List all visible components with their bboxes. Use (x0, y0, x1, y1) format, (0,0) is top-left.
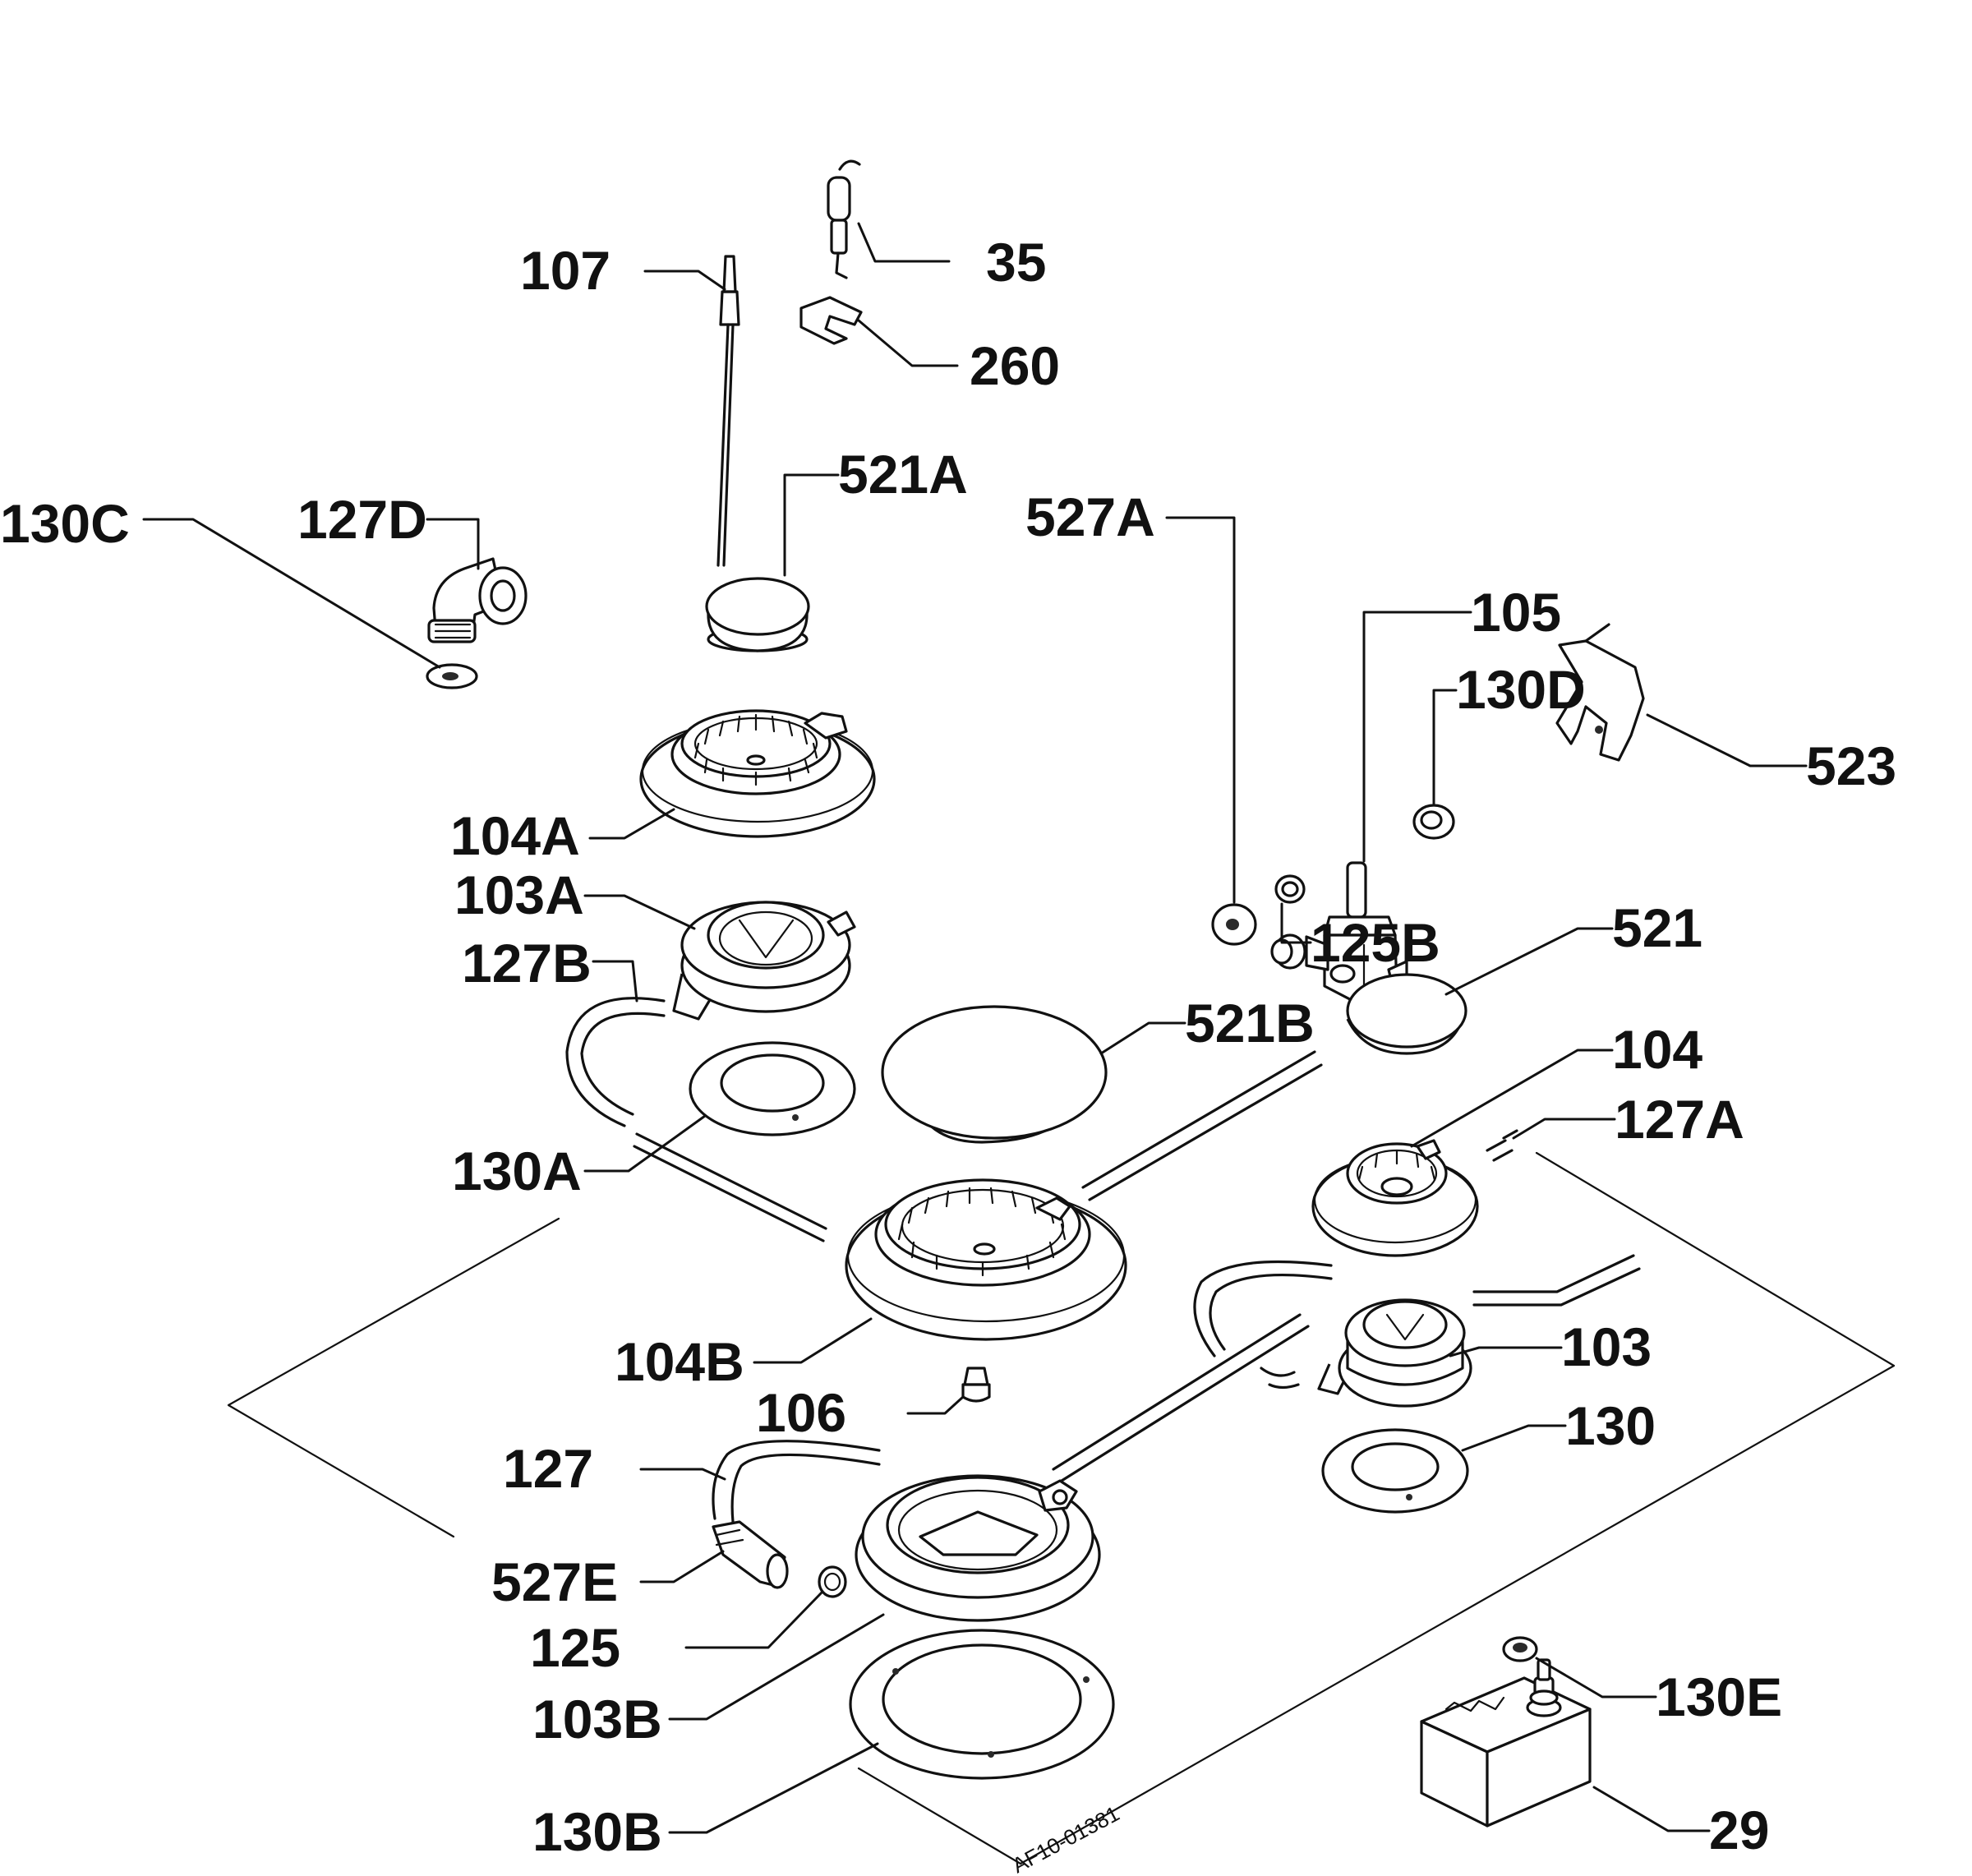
seal-ring-130b (849, 1629, 1115, 1780)
label-107: 107 (520, 240, 610, 301)
label-103b: 103B (532, 1689, 662, 1749)
label-127: 127 (503, 1438, 593, 1499)
spark-plug-35 (827, 159, 861, 279)
part-labels: 35 260 107 521A 130C 127D 527A 105 130D … (0, 232, 1896, 1862)
burner-head-104b (845, 1178, 1127, 1341)
label-127d: 127D (297, 489, 427, 550)
gas-pipe-rear-left (633, 1132, 827, 1242)
burner-head-104a (639, 709, 876, 838)
hob-plate-outline (227, 1151, 1896, 1865)
label-130d: 130D (1456, 659, 1586, 720)
label-130e: 130E (1656, 1666, 1782, 1727)
burner-cap-521a (705, 577, 810, 652)
adapter-527e (712, 1520, 789, 1589)
leader-lines (142, 222, 1808, 1834)
label-104a: 104A (450, 805, 580, 866)
burner-body-103b (855, 1474, 1101, 1622)
hose-127b (565, 997, 666, 1127)
washer-130c (426, 663, 478, 689)
drawing-reference: AF10-01381 (1008, 1801, 1123, 1876)
seal-ring-130a (689, 1041, 856, 1136)
label-527a: 527A (1025, 486, 1155, 547)
label-130: 130 (1565, 1395, 1656, 1456)
label-127b: 127B (462, 933, 592, 993)
label-103: 103 (1561, 1316, 1652, 1377)
injector-125b (1274, 874, 1306, 904)
label-104: 104 (1612, 1019, 1702, 1080)
label-127a: 127A (1615, 1089, 1744, 1150)
burner-body-103 (1260, 1298, 1472, 1408)
label-521a: 521A (838, 444, 968, 505)
burner-head-104 (1311, 1129, 1518, 1257)
label-103a: 103A (454, 864, 584, 925)
bracket-523 (1555, 623, 1645, 762)
label-521: 521 (1612, 897, 1702, 958)
injector-106 (961, 1367, 991, 1403)
thermocouple-107 (716, 255, 740, 567)
seal-130d (1412, 804, 1455, 840)
label-106: 106 (756, 1382, 846, 1443)
label-125b: 125B (1311, 912, 1440, 973)
gas-pipe-rear-right (1081, 1050, 1323, 1201)
elbow-127d (427, 557, 528, 643)
burner-cap-521 (1346, 973, 1467, 1055)
label-35: 35 (986, 232, 1046, 293)
label-527e: 527E (491, 1551, 618, 1612)
label-130a: 130A (452, 1141, 582, 1201)
label-125: 125 (530, 1617, 620, 1678)
label-104b: 104B (615, 1331, 744, 1392)
gas-pipe-front (1052, 1313, 1310, 1482)
label-105: 105 (1471, 582, 1561, 643)
ignition-generator-29 (1420, 1658, 1592, 1828)
hose-right-burner (1193, 1254, 1641, 1357)
hose-127 (712, 1440, 881, 1523)
seal-ring-130 (1321, 1428, 1469, 1514)
seal-527a (1211, 903, 1257, 946)
label-29: 29 (1709, 1800, 1769, 1860)
burner-body-103a (672, 901, 856, 1021)
label-260: 260 (970, 335, 1060, 396)
burner-cap-521b (881, 1005, 1108, 1144)
label-521b: 521B (1185, 993, 1315, 1053)
label-130b: 130B (532, 1801, 662, 1862)
nut-130e (1502, 1636, 1538, 1662)
injector-125 (818, 1565, 847, 1598)
label-523: 523 (1806, 735, 1896, 796)
clip-260 (799, 296, 863, 345)
label-130c: 130C (0, 493, 130, 554)
